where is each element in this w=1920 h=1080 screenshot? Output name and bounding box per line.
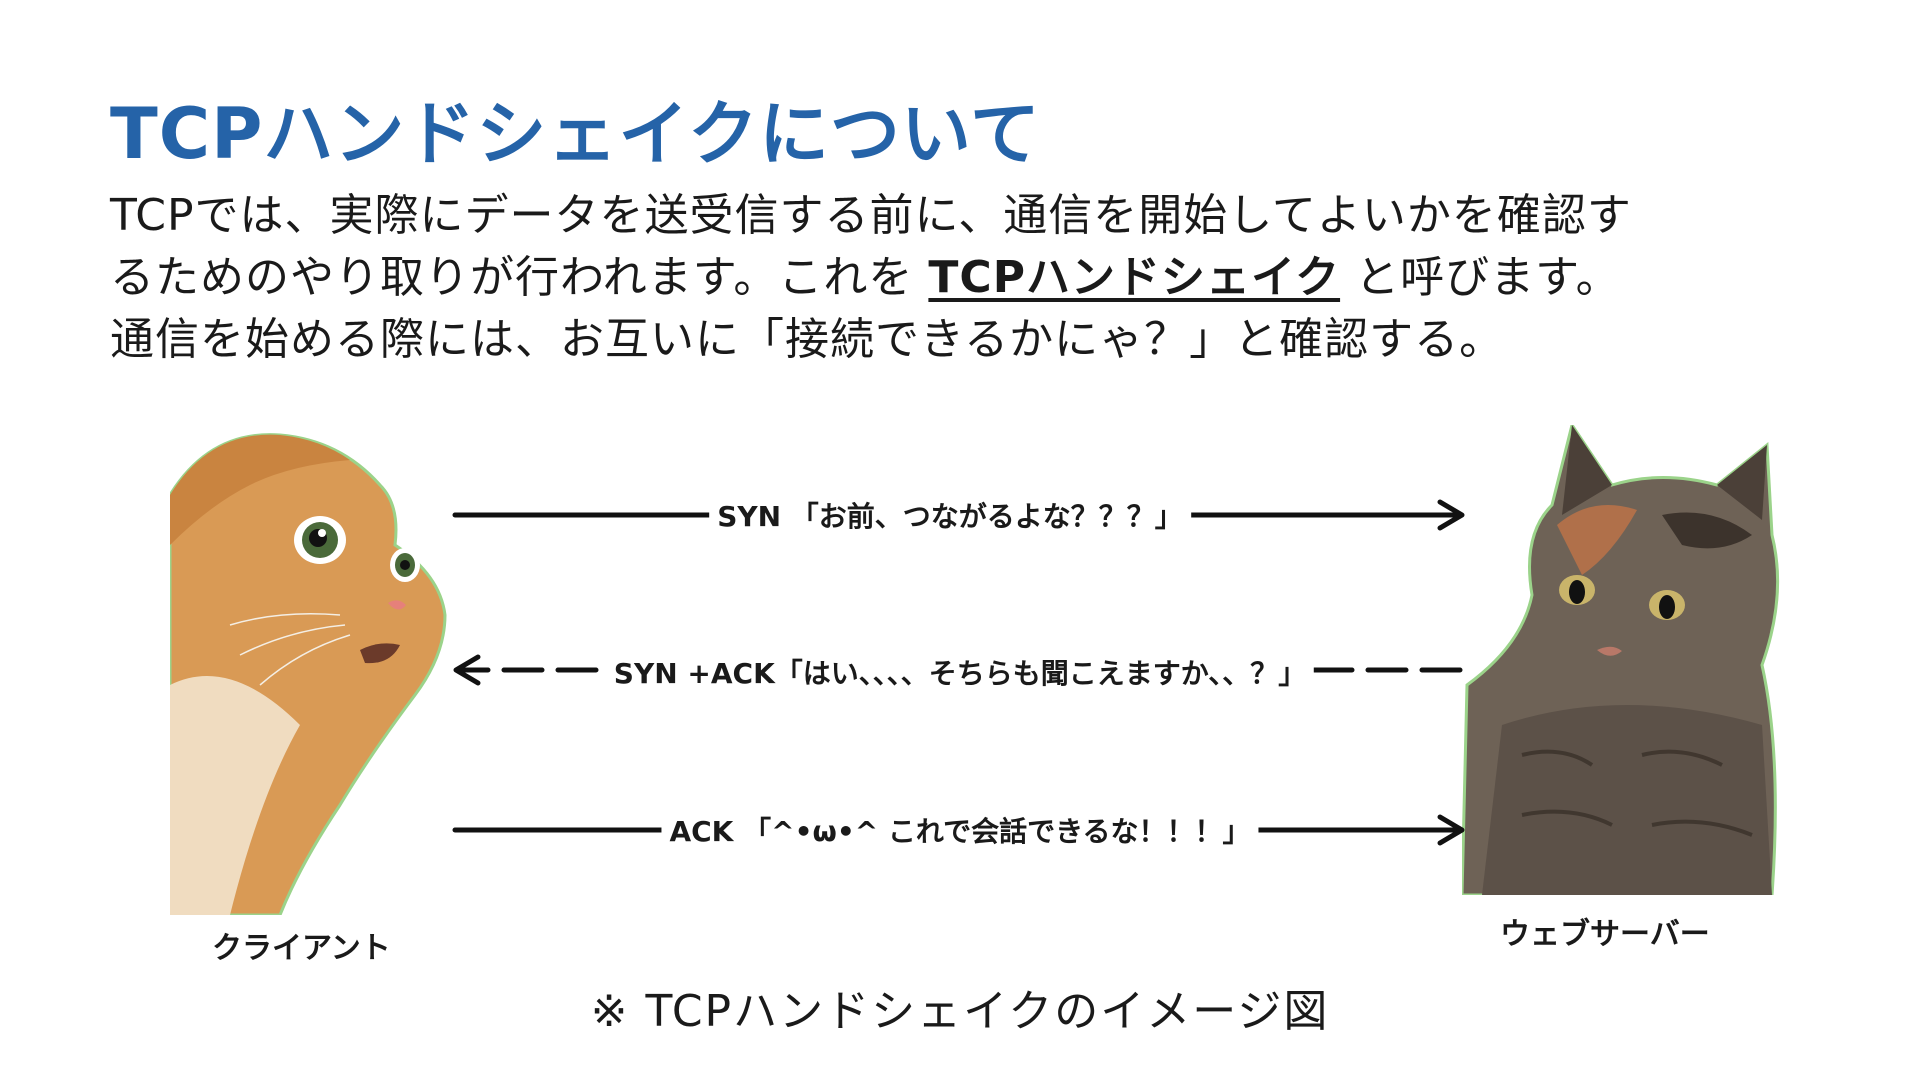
syn-ack-message-label: SYN +ACK「はい、、、、そちらも聞こえますか、、？」	[606, 652, 1314, 692]
ack-message-label: ACK 「^•ω•^ これで会話できるな！！！」	[661, 810, 1258, 850]
syn-message-label: SYN 「お前、つながるよな？？？」	[709, 495, 1191, 535]
client-label: クライアント	[212, 923, 391, 967]
server-label: ウェブサーバー	[1500, 909, 1710, 953]
figure-caption: ※ TCPハンドシェイクのイメージ図	[0, 975, 1920, 1039]
